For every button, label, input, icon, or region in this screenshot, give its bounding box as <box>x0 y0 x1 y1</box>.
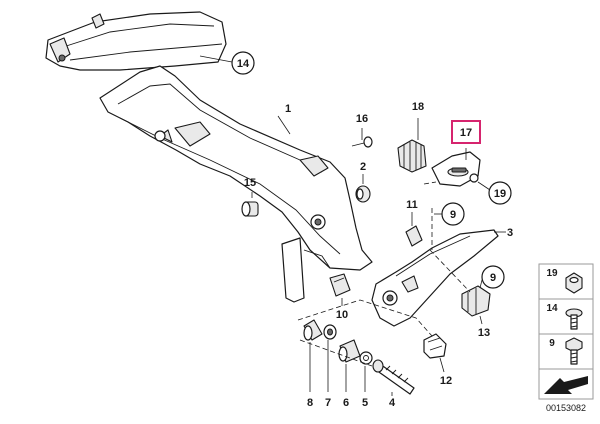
part-15-bushing[interactable] <box>241 192 259 217</box>
legend-number-14: 14 <box>546 303 558 314</box>
part-labels: 1 2 3 4 5 6 7 8 10 11 12 13 15 16 18 <box>244 101 513 409</box>
part-3-release-plate[interactable] <box>371 229 506 327</box>
direction-arrow-icon <box>544 376 588 394</box>
fastener-legend: 19 14 9 00153082 <box>538 263 594 413</box>
part-14-trim-cover[interactable] <box>45 11 233 71</box>
part-2-grommet[interactable] <box>355 174 371 203</box>
label-4: 4 <box>389 397 396 409</box>
label-11: 11 <box>406 199 418 211</box>
legend-number-19: 19 <box>546 268 558 279</box>
highlight-box <box>451 120 481 144</box>
callout-9-lower: 9 <box>479 265 505 289</box>
assembly-lines <box>297 181 471 367</box>
label-8: 8 <box>307 397 313 409</box>
hex-nut-icon <box>565 272 583 294</box>
pan-head-screw-icon <box>565 308 583 330</box>
label-5: 5 <box>362 397 368 409</box>
label-10: 10 <box>336 309 348 321</box>
callout-19: 19 <box>488 181 512 205</box>
label-19: 19 <box>494 188 506 200</box>
part-12-spring-clip[interactable] <box>423 333 447 373</box>
legend-number-9: 9 <box>549 338 555 349</box>
label-12: 12 <box>440 375 452 387</box>
part-13-damper[interactable] <box>461 285 491 325</box>
label-13: 13 <box>478 327 490 339</box>
label-6: 6 <box>343 397 349 409</box>
label-17: 17 <box>460 127 472 139</box>
part-18-knob[interactable] <box>397 118 427 173</box>
diagram-code: 00153082 <box>546 403 586 413</box>
label-16: 16 <box>356 113 368 125</box>
part-8-bushing[interactable] <box>303 319 323 392</box>
part-6-spacer[interactable] <box>338 339 361 392</box>
callout-9-upper: 9 <box>434 202 465 226</box>
part-11-clip[interactable] <box>405 212 423 247</box>
hex-bolt-icon <box>565 337 583 365</box>
part-10-clip[interactable] <box>329 273 351 306</box>
label-14: 14 <box>237 58 250 70</box>
label-7: 7 <box>325 397 331 409</box>
label-15: 15 <box>244 177 256 189</box>
label-1: 1 <box>285 103 291 115</box>
part-16-pin[interactable] <box>351 128 373 148</box>
callout-14: 14 <box>231 51 255 75</box>
part-7-washer[interactable] <box>323 324 337 392</box>
label-18: 18 <box>412 101 424 113</box>
part-1-frame-bracket[interactable] <box>99 65 373 303</box>
label-3: 3 <box>507 227 513 239</box>
label-9-upper: 9 <box>450 209 456 221</box>
part-19-nut-on-lever[interactable] <box>469 173 491 191</box>
label-9-lower: 9 <box>490 272 496 284</box>
part-17-lever[interactable] <box>431 148 481 187</box>
part-4-long-bolt[interactable] <box>372 359 415 396</box>
highlighted-part-17[interactable]: 17 <box>451 120 481 144</box>
label-2: 2 <box>360 161 366 173</box>
part-5-washer[interactable] <box>359 351 373 392</box>
